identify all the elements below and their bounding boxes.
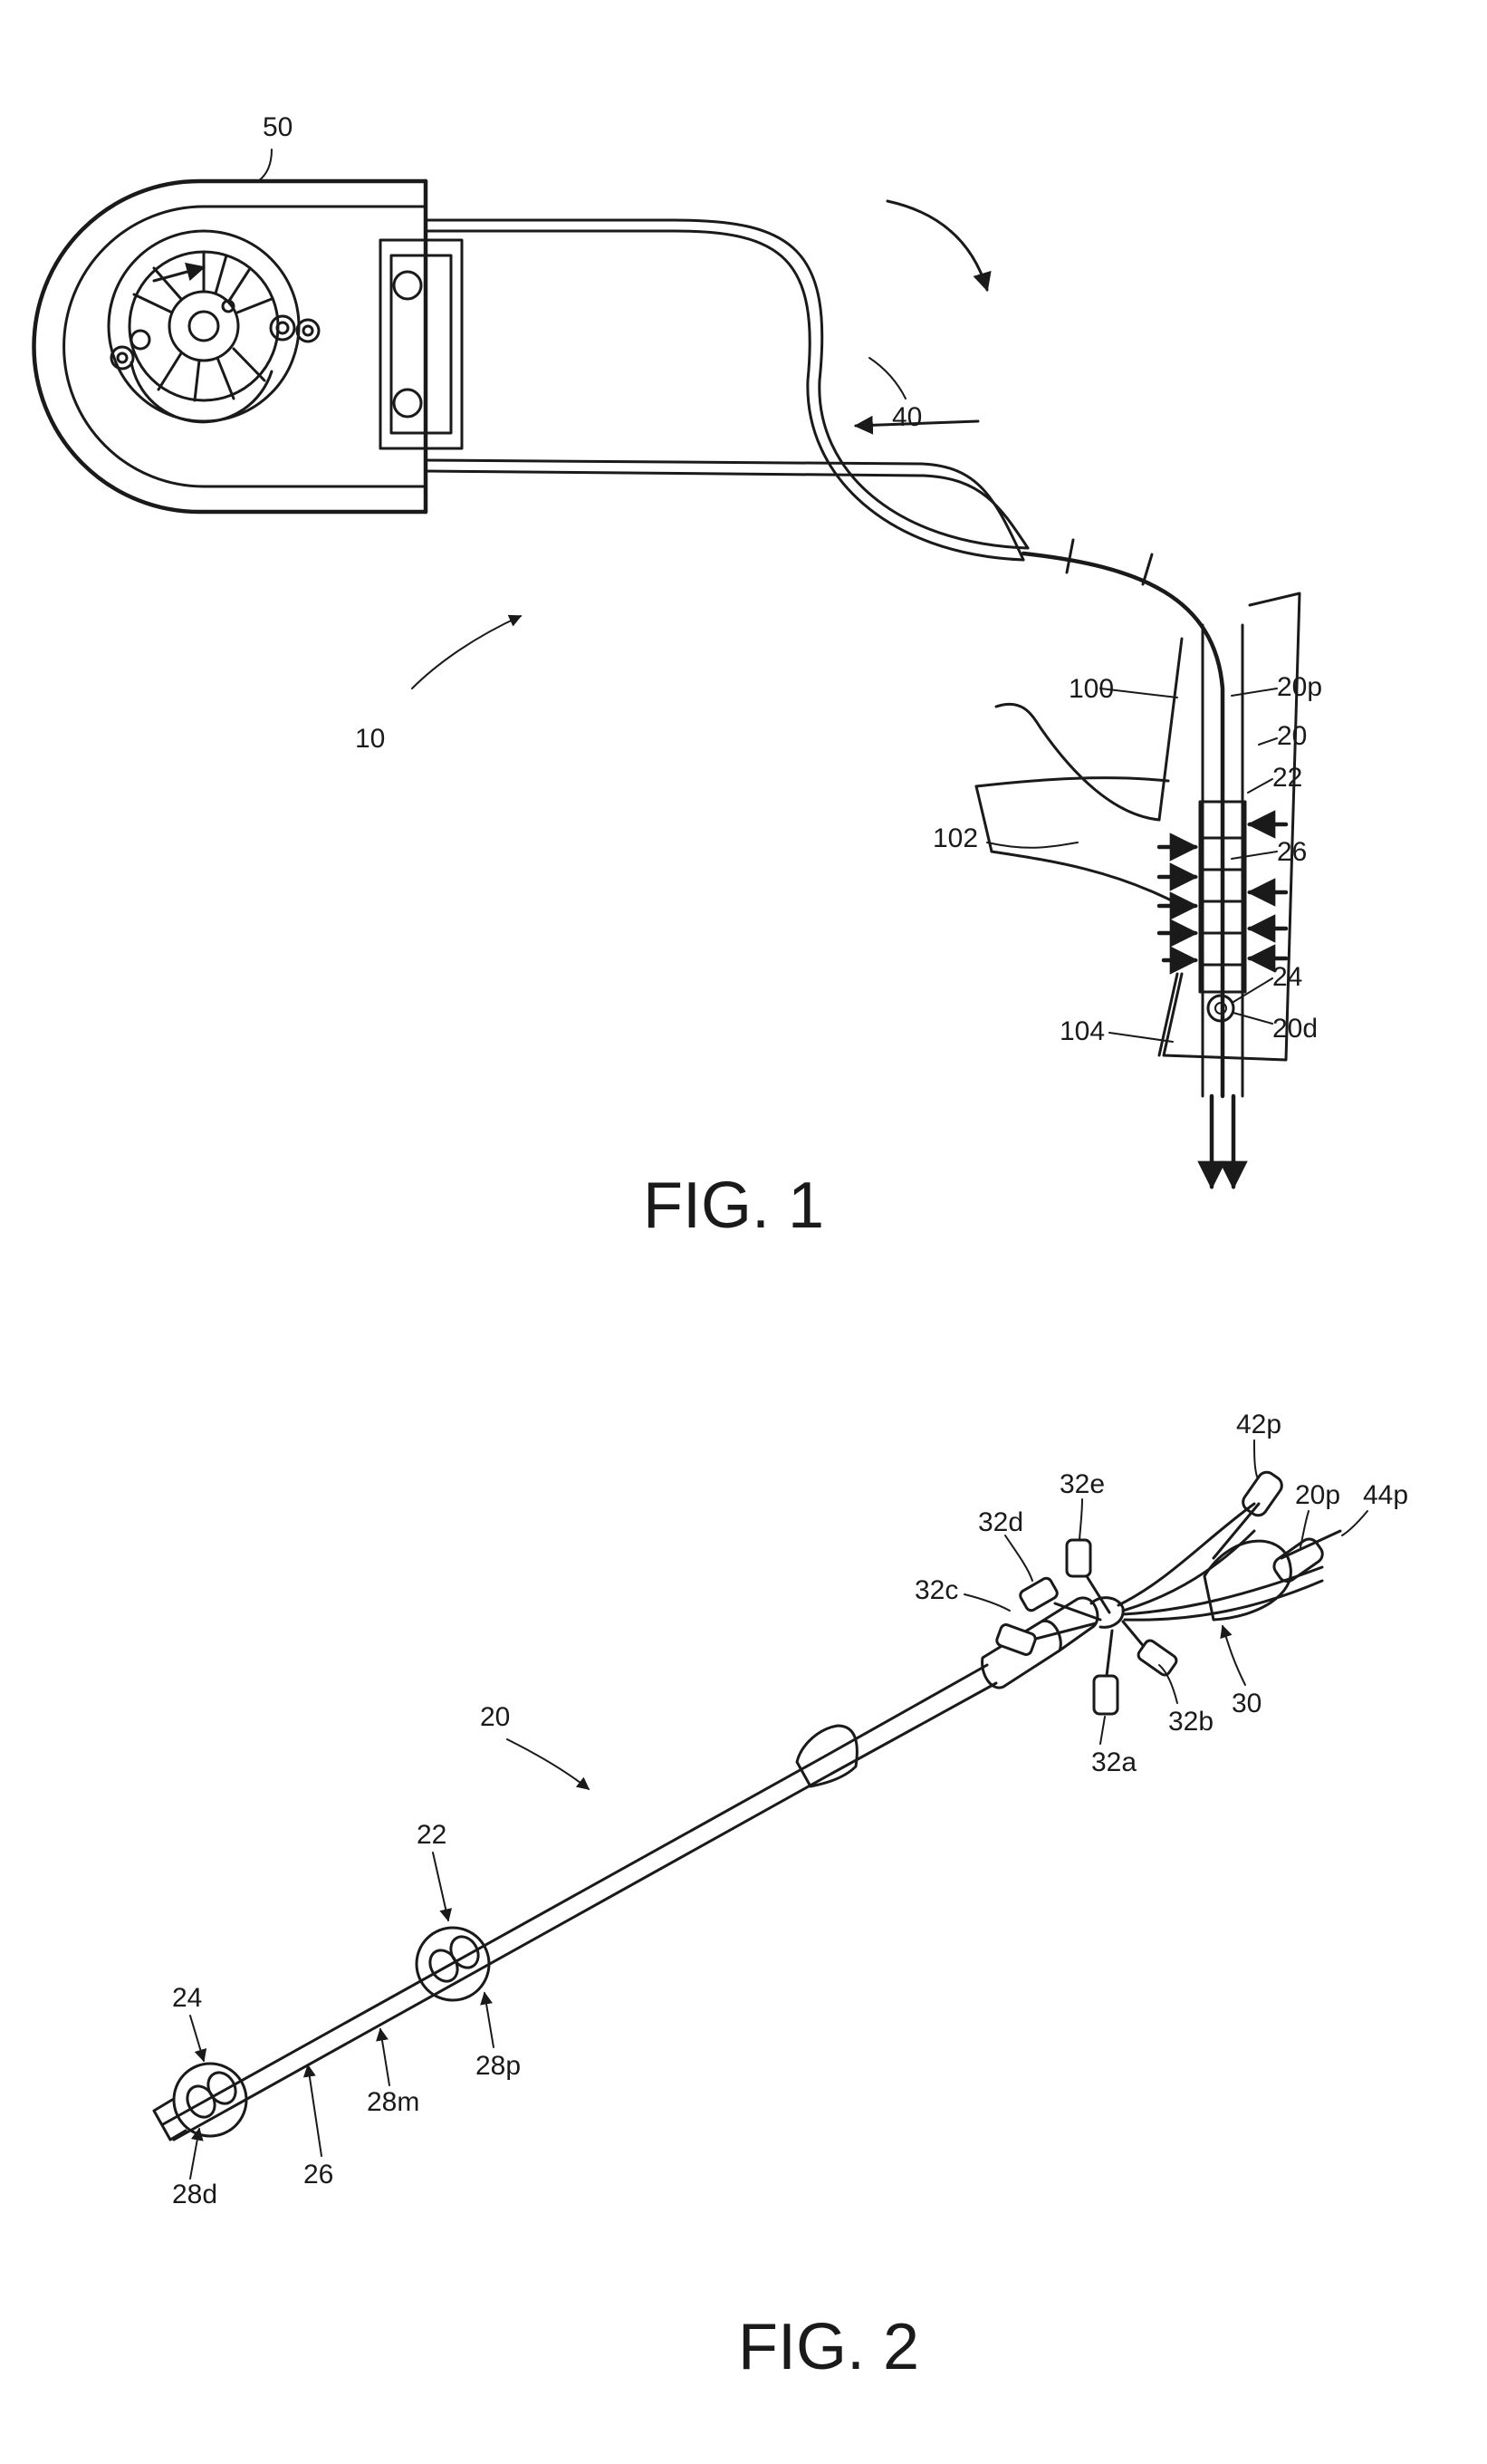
label-28d: 28d: [172, 2180, 217, 2209]
figure-2: 20 22 24 28d 26 28m 28p 30 32a 32b 32c 3…: [154, 1410, 1408, 2383]
label-44p: 44p: [1363, 1480, 1408, 1510]
label-28m: 28m: [367, 2087, 419, 2117]
figure-1: 50 10 40 100 20p 20 22 26 102 24 20d 104…: [34, 112, 1323, 1242]
fig2-leader-lines: [190, 1440, 1367, 2179]
label-102: 102: [933, 823, 978, 853]
label-24: 24: [1272, 962, 1302, 992]
fig1-caption: FIG. 1: [643, 1169, 824, 1242]
label-40: 40: [892, 402, 922, 432]
label-32e: 32e: [1060, 1469, 1105, 1499]
label-32d: 32d: [978, 1507, 1023, 1537]
port-32e-body: [1067, 1540, 1090, 1576]
label-104: 104: [1060, 1016, 1105, 1046]
label-fig2-24: 24: [172, 1983, 202, 2013]
label-26: 26: [1277, 837, 1307, 867]
label-fig2-22: 22: [417, 1820, 446, 1850]
label-fig2-20: 20: [480, 1702, 510, 1732]
label-10: 10: [355, 724, 385, 754]
label-20p: 20p: [1277, 672, 1322, 702]
label-30: 30: [1232, 1689, 1262, 1718]
label-20d: 20d: [1272, 1014, 1318, 1044]
label-32a: 32a: [1091, 1747, 1137, 1777]
console-unit: [34, 181, 463, 512]
label-28p: 28p: [475, 2051, 521, 2081]
blood-vessel: [976, 593, 1300, 1060]
label-fig2-20p: 20p: [1295, 1480, 1340, 1510]
label-32c: 32c: [915, 1575, 958, 1605]
tubing-clamp: [380, 240, 462, 448]
distal-occluder: [174, 2064, 246, 2136]
catheter-body: [1023, 553, 1245, 1096]
label-32b: 32b: [1168, 1707, 1214, 1737]
tubing-loop: [426, 201, 1152, 584]
fig2-caption: FIG. 2: [738, 2311, 919, 2383]
label-42p: 42p: [1236, 1410, 1281, 1439]
catheter-shaft: [154, 1598, 1098, 2140]
label-50: 50: [263, 112, 293, 142]
label-22: 22: [1272, 763, 1302, 793]
label-fig2-26: 26: [303, 2160, 333, 2190]
pump-rotor: [109, 231, 319, 422]
label-100: 100: [1069, 674, 1114, 704]
label-20: 20: [1277, 721, 1307, 751]
fig1-leader-lines: [258, 149, 1277, 1042]
